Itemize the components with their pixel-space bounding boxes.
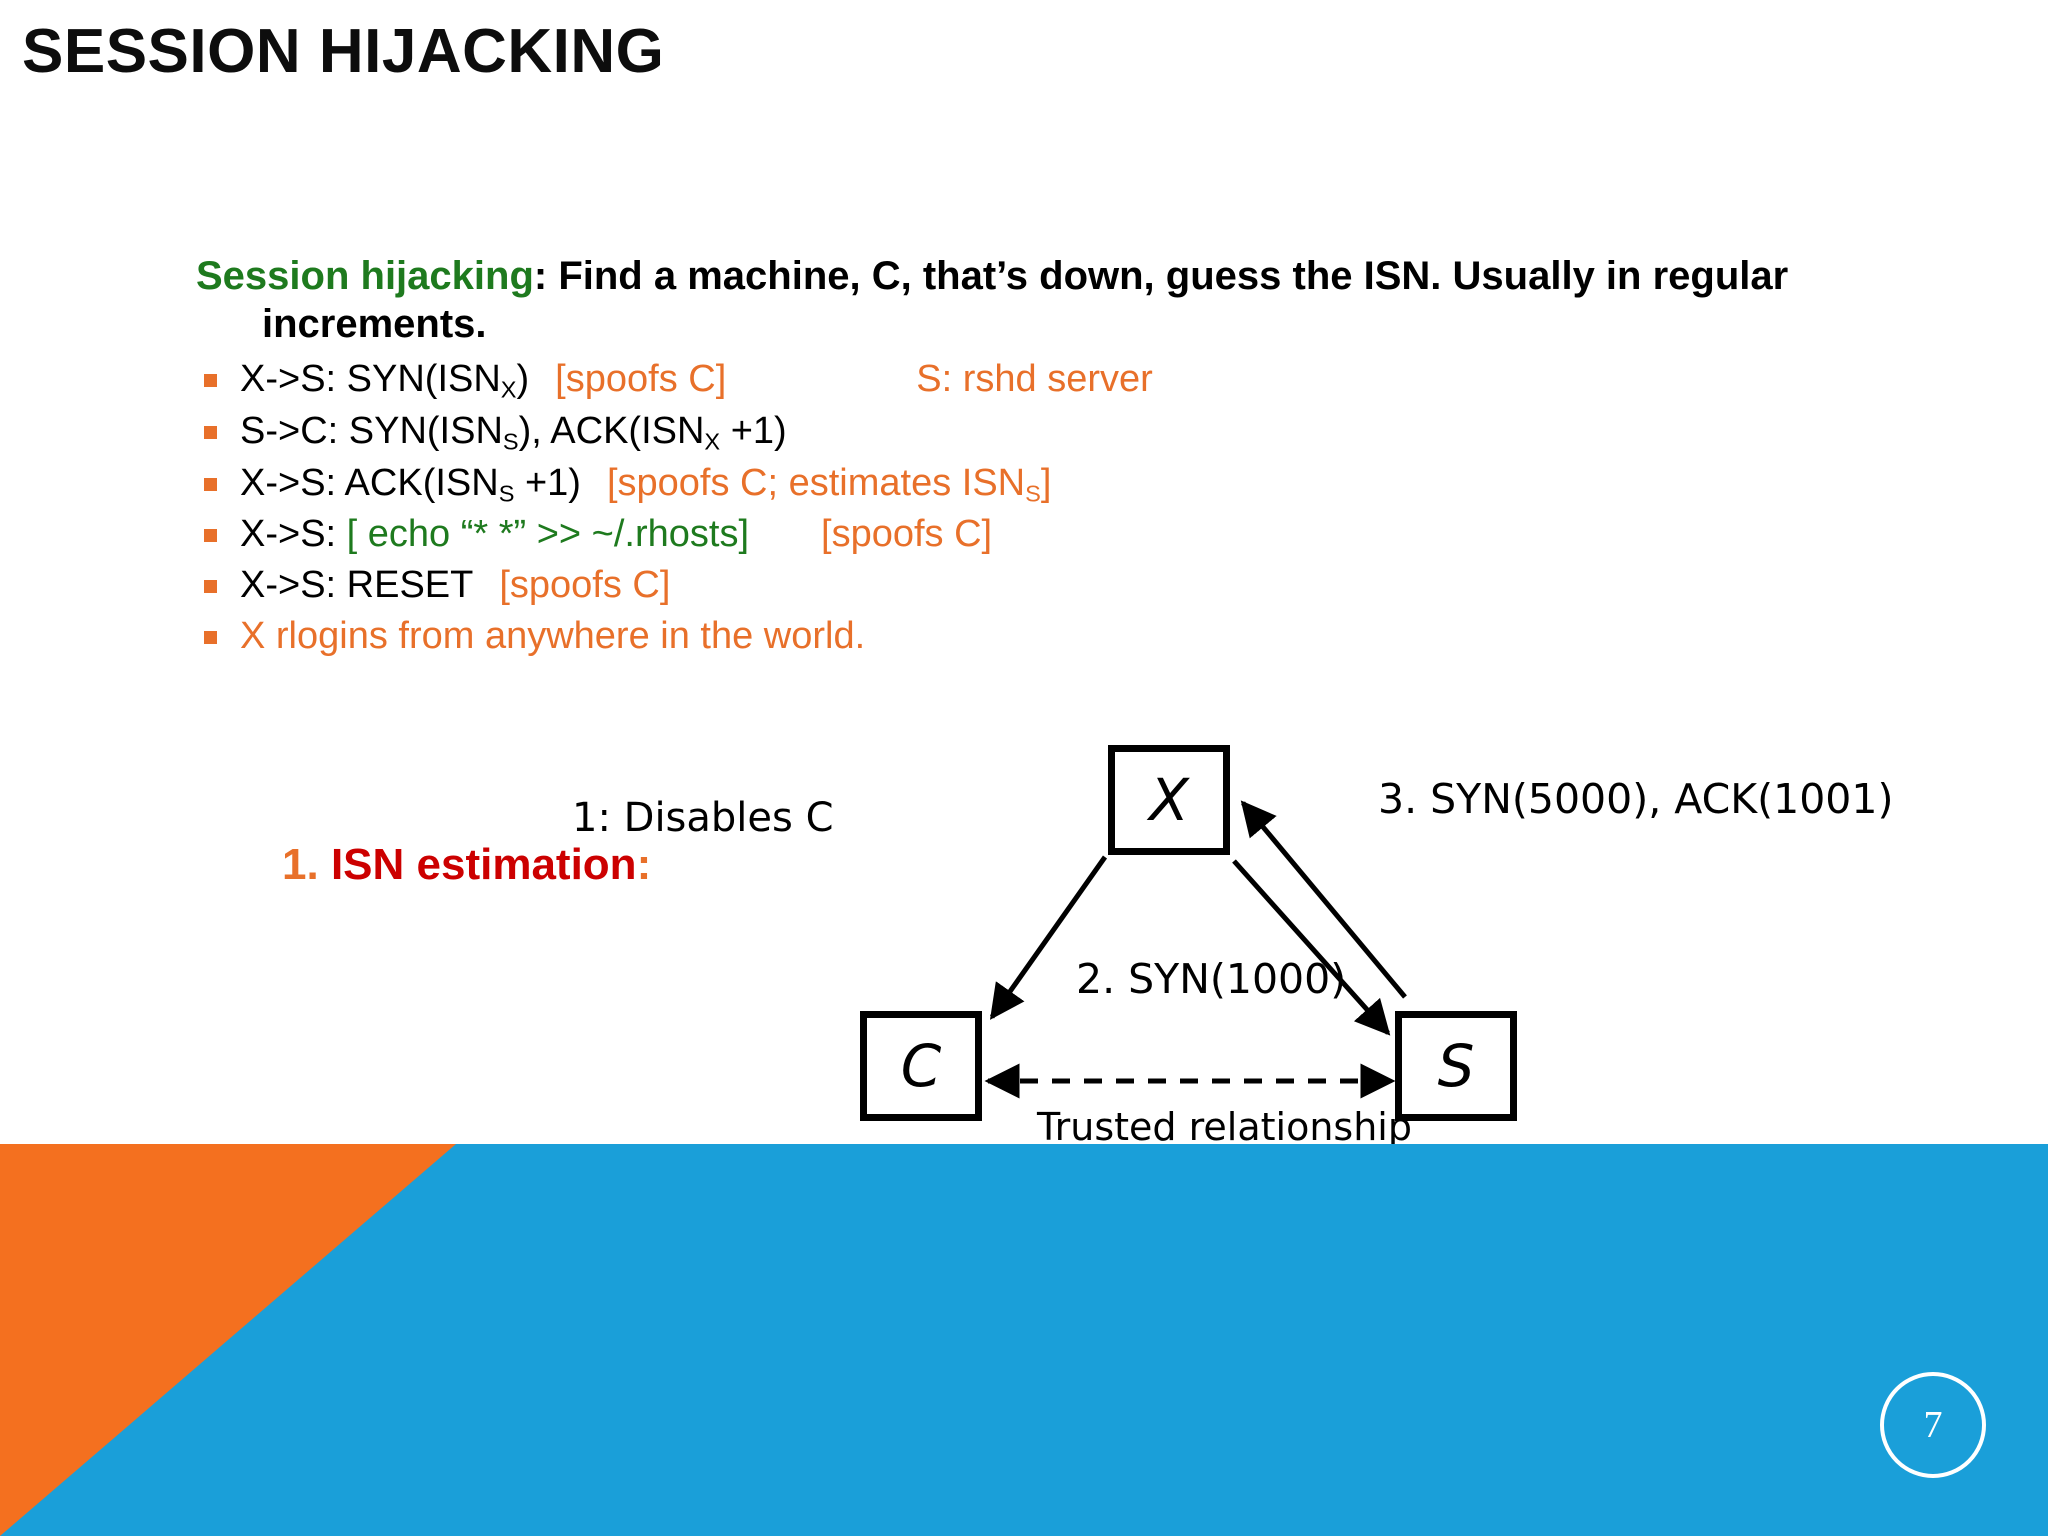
bullet-main: X->S: bbox=[240, 513, 347, 556]
square-bullet-icon bbox=[204, 580, 217, 594]
list-item: X->S: SYN(ISNX) [spoofs C] S: rshd server bbox=[196, 355, 1796, 405]
bullet-note: [spoofs C] bbox=[499, 564, 671, 607]
label-syn-1000: 2. SYN(1000) bbox=[1076, 955, 1347, 1003]
node-c: C bbox=[860, 1011, 982, 1121]
lead-rest: : Find a machine, C, that’s down, guess … bbox=[533, 254, 1789, 298]
lead-term: Session hijacking bbox=[196, 254, 534, 298]
square-bullet-icon bbox=[204, 477, 217, 491]
bullet-main-2: +1) bbox=[514, 461, 581, 504]
square-bullet-icon bbox=[204, 529, 217, 543]
arrow-s-to-x bbox=[1240, 800, 1407, 999]
page-number-badge: 7 bbox=[1880, 1372, 1986, 1478]
page-title: SESSION HIJACKING bbox=[22, 17, 665, 86]
label-trusted-relationship: Trusted relationship bbox=[1037, 1105, 1412, 1149]
list-item: S->C: SYN(ISNS), ACK(ISNX +1) bbox=[196, 407, 1796, 457]
bullet-main-2: ) bbox=[516, 358, 530, 401]
isn-estimation-heading: 1. ISN estimation: bbox=[282, 840, 651, 890]
list-item: X->S: RESET [spoofs C] bbox=[196, 561, 1796, 610]
isn-estimation-title: ISN estimation bbox=[330, 840, 637, 889]
arrow-x-to-c bbox=[989, 855, 1108, 1020]
bullet-main-3: +1) bbox=[720, 409, 787, 452]
bullet-note: [spoofs C] bbox=[555, 358, 727, 401]
bullet-main: S->C: SYN(ISN bbox=[240, 409, 503, 452]
bullet-subscript: S bbox=[502, 428, 519, 455]
bullet-aside: S: rshd server bbox=[916, 358, 1153, 401]
bullet-main: X->S: RESET bbox=[240, 564, 474, 607]
list-item: X->S: [ echo “* *” >> ~/.rhosts] [spoofs … bbox=[196, 510, 1796, 559]
bullet-main: X->S: SYN(ISN bbox=[240, 358, 501, 401]
body-content: Session hijacking: Find a machine, C, th… bbox=[196, 253, 1796, 662]
bullet-note: [spoofs C] bbox=[821, 513, 993, 556]
node-x: X bbox=[1108, 745, 1230, 855]
bullet-orange-line: X rlogins from anywhere in the world. bbox=[240, 614, 866, 657]
node-s: S bbox=[1395, 1011, 1517, 1121]
label-disables-c: 1: Disables C bbox=[572, 795, 834, 841]
lead-continuation: increments. bbox=[262, 302, 487, 347]
arrow-x-to-s bbox=[1232, 859, 1391, 1036]
label-syn-5000-ack-1001: 3. SYN(5000), ACK(1001) bbox=[1378, 775, 1894, 823]
bullet-note-b: ] bbox=[1040, 461, 1052, 504]
isn-estimation-number: 1. bbox=[282, 840, 319, 889]
bullet-main-2: ), ACK(ISN bbox=[518, 409, 705, 452]
bullet-main: X->S: ACK(ISN bbox=[240, 461, 499, 504]
bullet-code: [ echo “* *” >> ~/.rhosts] bbox=[346, 513, 750, 556]
bullet-note-a: [spoofs C; estimates ISN bbox=[606, 461, 1026, 504]
square-bullet-icon bbox=[204, 374, 217, 388]
bullet-subscript-2: X bbox=[704, 428, 721, 455]
list-item: X->S: ACK(ISNS +1)[spoofs C; estimates I… bbox=[196, 459, 1796, 509]
diagram-arrows bbox=[984, 800, 1407, 1099]
bullet-list: X->S: SYN(ISNX)[spoofs C]S: rshd server … bbox=[196, 355, 1796, 660]
bullet-subscript: S bbox=[498, 480, 515, 507]
lead-paragraph: Session hijacking: Find a machine, C, th… bbox=[196, 253, 1796, 300]
bullet-note-subscript: S bbox=[1025, 480, 1041, 507]
bullet-subscript: X bbox=[500, 376, 517, 403]
square-bullet-icon bbox=[204, 425, 217, 439]
list-item: X rlogins from anywhere in the world. bbox=[196, 612, 1796, 661]
isn-estimation-colon: : bbox=[636, 840, 652, 889]
isn-estimation-diagram: X C S 1: Disables C 3. SYN(5000), ACK(10… bbox=[572, 745, 2048, 1149]
square-bullet-icon bbox=[204, 630, 217, 644]
